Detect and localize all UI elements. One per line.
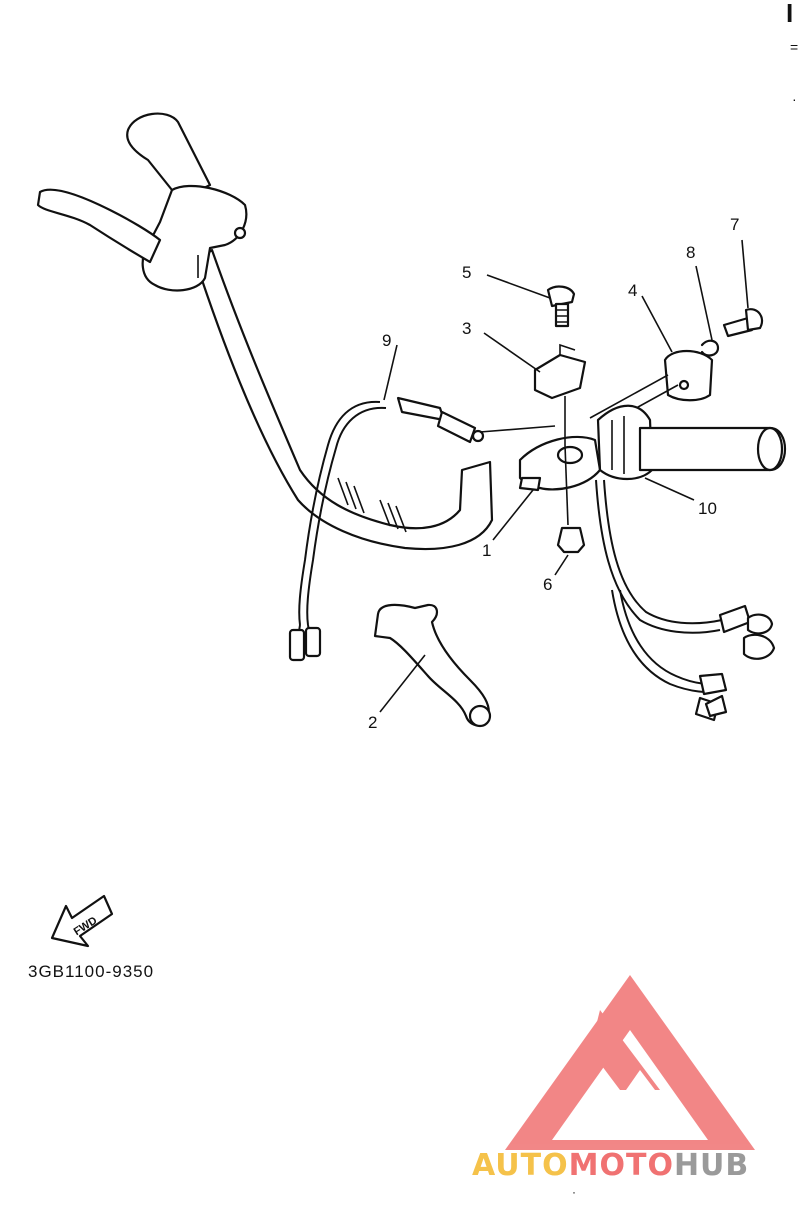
callout-7: 7 [730, 215, 739, 234]
nut [556, 444, 586, 554]
bottom-dot: · [572, 1185, 576, 1199]
corner-dash: = [790, 39, 798, 55]
left-grip-assembly [36, 112, 248, 292]
fwd-arrow: FWD [50, 894, 114, 948]
callout-10: 10 [698, 499, 717, 518]
leader-lines [379, 239, 749, 713]
callout-4: 4 [628, 281, 637, 300]
callout-9: 9 [382, 331, 391, 350]
corner-mark: I [786, 0, 793, 28]
right-switch-grip [596, 404, 787, 481]
callout-2: 2 [368, 713, 377, 732]
callout-6: 6 [543, 575, 552, 594]
watermark-text: AUTOMOTOHUB [472, 1148, 749, 1183]
switch-cover [589, 308, 764, 429]
corner-tick: · [792, 91, 797, 107]
watermark-text-hub: HUB [673, 1148, 750, 1183]
callout-5: 5 [462, 263, 471, 282]
watermark-text-auto: AUTO [472, 1148, 569, 1183]
watermark-text-moto: MOTO [568, 1148, 674, 1183]
callout-1: 1 [482, 541, 491, 560]
callout-8: 8 [686, 243, 695, 262]
callout-3: 3 [462, 319, 471, 338]
clutch-cable [288, 396, 485, 662]
brake-lever [373, 603, 492, 728]
part-code: 3GB1100-9350 [28, 962, 155, 981]
right-wiring-harness [595, 479, 776, 722]
handlebar [194, 248, 494, 551]
brake-switch [533, 285, 587, 445]
lever-holder [479, 425, 602, 492]
watermark-logo [505, 975, 755, 1150]
